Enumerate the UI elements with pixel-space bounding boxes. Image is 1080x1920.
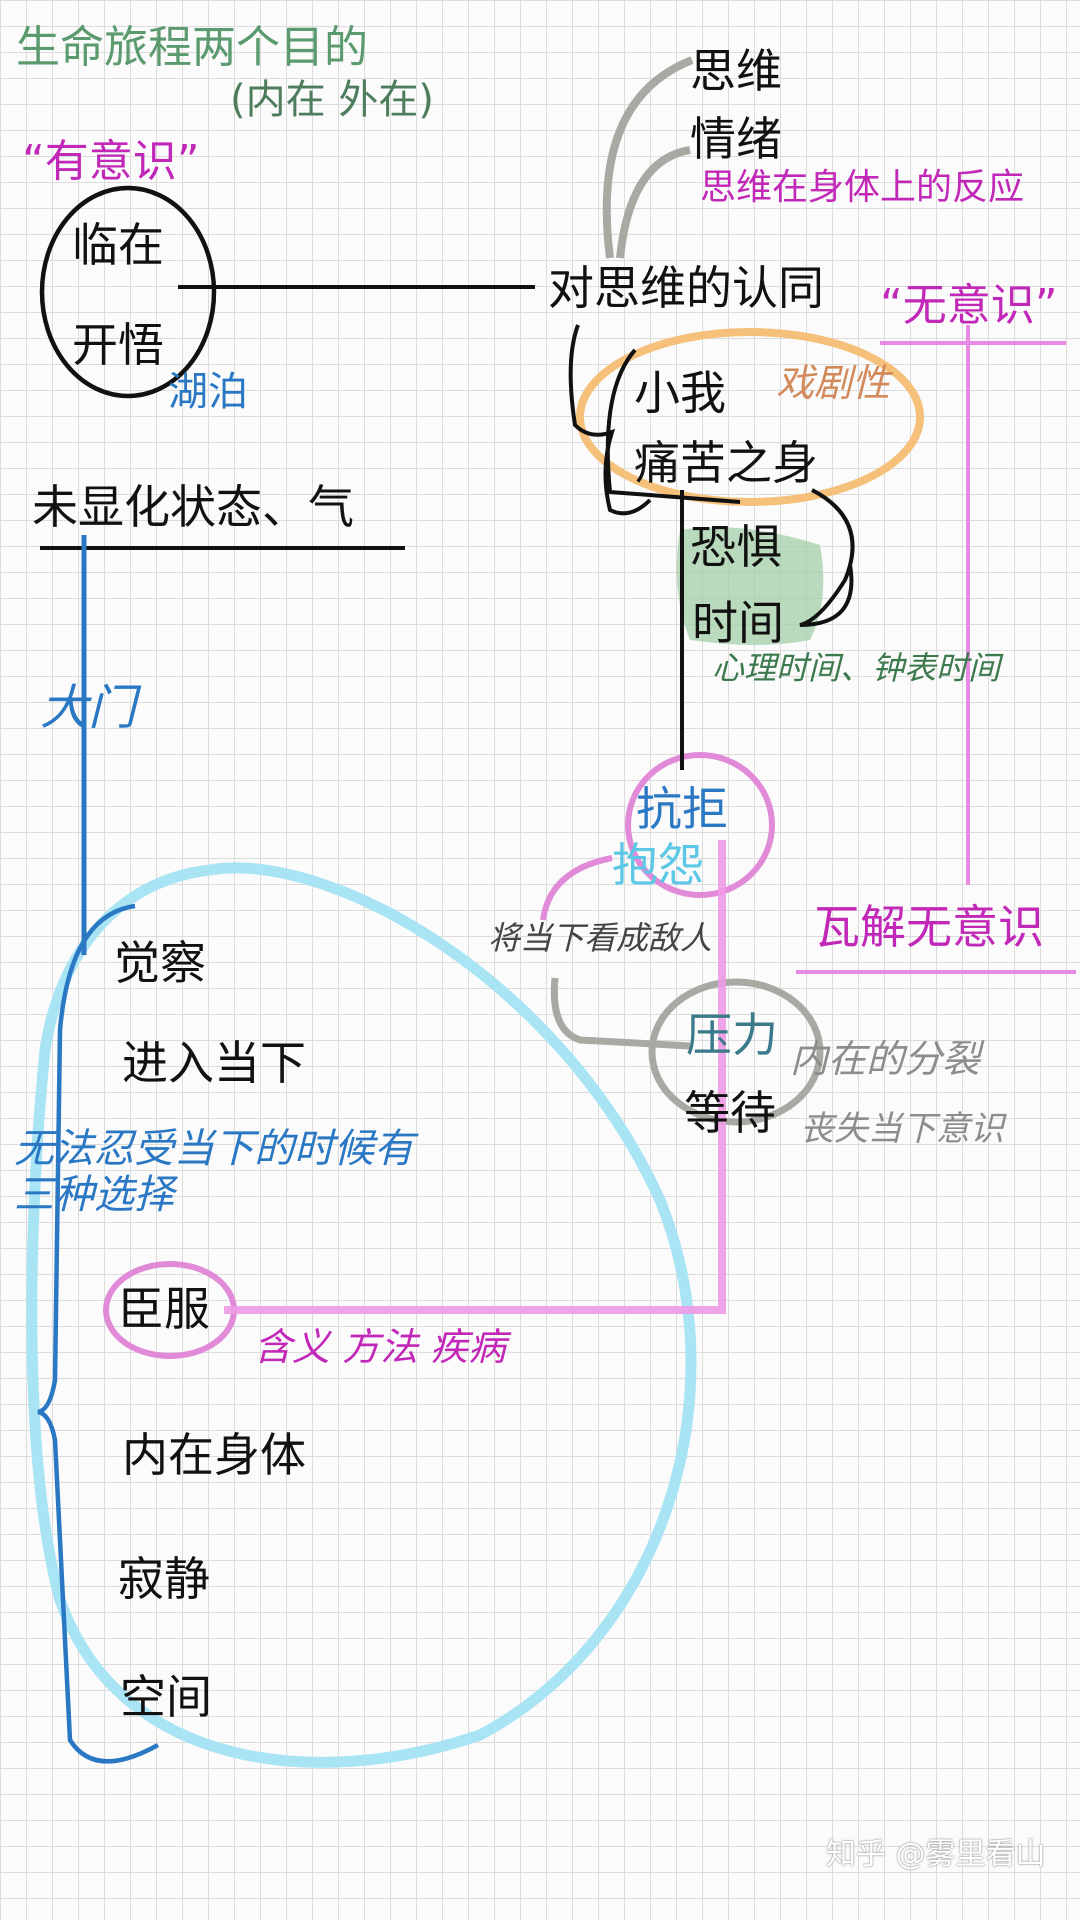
diagram-title: 生命旅程两个目的 (16, 22, 368, 73)
fear-time-bracket (799, 488, 855, 627)
surrender-note: 含义 方法 疾病 (254, 1325, 507, 1369)
surrender-connector (224, 840, 726, 1314)
enemy-note: 将当下看成敌人 (488, 919, 713, 957)
drama-note: 戏剧性 (776, 361, 891, 405)
lake-note: 湖泊 (168, 369, 248, 415)
fear-node: 恐惧 (690, 520, 782, 574)
lose-now-note: 丧失当下意识 (800, 1109, 1004, 1149)
awareness-node: 觉察 (114, 936, 206, 990)
unmanifested-node: 未显化状态、气 (32, 480, 354, 534)
space-node: 空间 (120, 1670, 212, 1724)
practice-cyan-loop (26, 862, 697, 1768)
dissolve-node: 瓦解无意识 (814, 900, 1044, 954)
thinking-arc (602, 56, 694, 259)
emotion-arc (616, 146, 691, 259)
practice-brace (37, 903, 160, 1764)
conscious-circle (39, 185, 217, 399)
conscious-label: “有意识” (22, 136, 200, 187)
time-note: 心理时间、钟表时间 (712, 649, 1001, 687)
inner-body-node: 内在身体 (122, 1428, 306, 1482)
pressure-node: 压力 (686, 1008, 778, 1062)
awakening-node: 开悟 (72, 318, 164, 372)
enemy-pressure-curve (550, 977, 691, 1050)
diagram-subtitle: (内在 外在) (230, 77, 434, 123)
gate-label: 大门 (40, 680, 137, 736)
choice-note: 无法忍受当下的时候有三种选择 (14, 1126, 414, 1218)
resistance-pink-circle (625, 752, 775, 898)
fear-time-green-highlight (676, 527, 824, 645)
ego-brace (568, 324, 652, 516)
identification-node: 对思维的认同 (548, 261, 824, 315)
complaint-node: 抱怨 (612, 838, 704, 892)
stillness-node: 寂静 (118, 1552, 210, 1606)
ego-node: 小我 (634, 366, 726, 420)
ego-orange-circle (576, 328, 924, 506)
resistance-node: 抗拒 (636, 782, 728, 836)
presence-node: 临在 (72, 218, 164, 272)
thinking-node: 思维 (690, 44, 782, 98)
unconscious-label: “无意识” (880, 280, 1058, 331)
watermark: 知乎 @雾里看山 (826, 1837, 1046, 1872)
split-note: 内在的分裂 (790, 1037, 981, 1081)
emotion-note: 思维在身体上的反应 (700, 167, 1025, 208)
pain-body-node: 痛苦之身 (634, 436, 818, 490)
waiting-node: 等待 (684, 1086, 776, 1140)
emotion-node: 情绪 (690, 112, 782, 166)
ego-bracket (605, 348, 741, 504)
time-node: 时间 (692, 596, 784, 650)
enter-now-node: 进入当下 (122, 1036, 306, 1090)
surrender-node: 臣服 (118, 1282, 210, 1336)
pressure-gray-circle (648, 978, 824, 1126)
complaint-enemy-curve (540, 855, 613, 921)
